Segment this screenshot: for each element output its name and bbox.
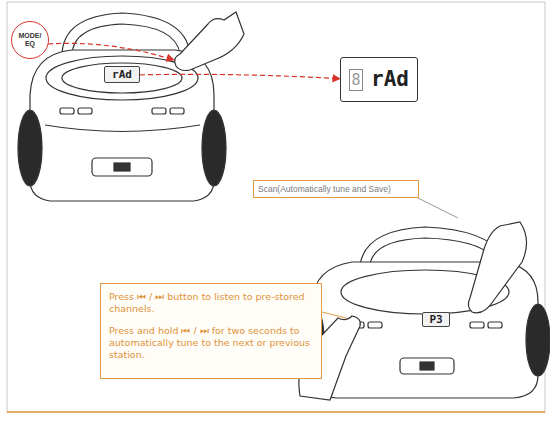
scan-callout: Scan(Automatically tune and Save) xyxy=(253,180,419,198)
boombox-bottom xyxy=(299,222,550,400)
press-arrow xyxy=(48,43,174,60)
instruction-box: Press ⏮ / ⏭ button to listen to pre-stor… xyxy=(100,283,322,379)
node-text: P3 xyxy=(429,314,442,326)
press-leader xyxy=(322,312,346,318)
speaker-right xyxy=(526,304,550,376)
node-text: Scan(Automatically tune and Save) xyxy=(258,183,414,195)
button xyxy=(368,322,382,328)
mode-eq-callout: MODE/ EQ xyxy=(11,21,49,59)
hand-right xyxy=(468,222,526,313)
usb-slot xyxy=(420,362,434,370)
cd-lid-inner xyxy=(62,63,182,93)
node-text: Press and hold ⏮ / ⏭ for two seconds to … xyxy=(109,325,313,361)
display-zoom: 8 rAd xyxy=(340,57,418,102)
body xyxy=(30,50,214,201)
button xyxy=(470,322,484,328)
hand xyxy=(175,12,244,71)
node-text: MODE/ EQ xyxy=(17,32,43,48)
node-text: rAd xyxy=(112,69,132,81)
boombox-top xyxy=(18,12,244,201)
front-panel xyxy=(400,358,454,374)
speaker-left xyxy=(18,110,42,186)
button xyxy=(488,322,502,328)
node-text: 8 xyxy=(349,69,363,91)
node-text: Press ⏮ / ⏭ button to listen to pre-stor… xyxy=(109,291,313,315)
speaker-right xyxy=(202,110,226,186)
dashed-arrow xyxy=(140,74,340,78)
button xyxy=(152,108,166,114)
panel-edge xyxy=(45,125,200,132)
button xyxy=(60,108,74,114)
scan-leader xyxy=(418,198,458,218)
node-text: rAd xyxy=(371,67,409,91)
bottom-rule xyxy=(7,411,545,413)
button xyxy=(78,108,92,114)
frame xyxy=(7,2,545,412)
display-small: P3 xyxy=(422,312,450,327)
button xyxy=(170,108,184,114)
front-panel xyxy=(92,158,152,176)
usb-slot xyxy=(114,163,130,171)
display-small: rAd xyxy=(104,66,140,83)
